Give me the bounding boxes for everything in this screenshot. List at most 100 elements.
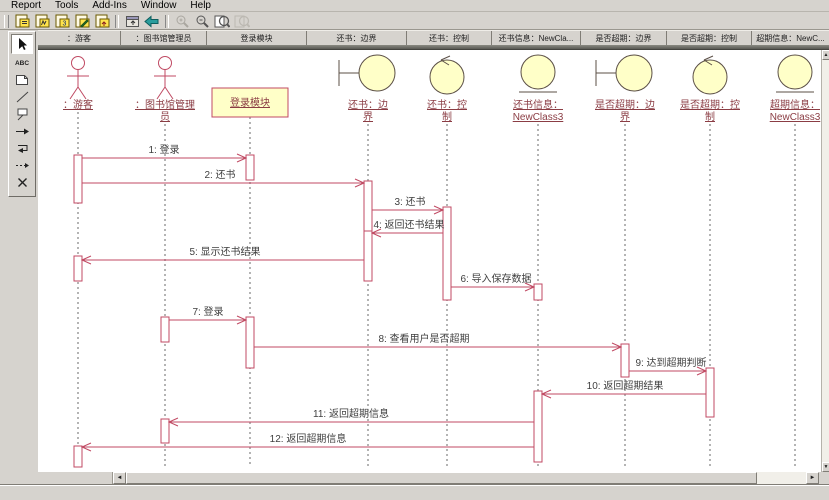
header-cell-librarian[interactable]: ：图书馆管理员 — [121, 31, 207, 46]
object-actor[interactable]: ：图书馆管理员 — [135, 56, 195, 467]
activation-bar[interactable] — [533, 390, 543, 463]
scroll-left-button[interactable]: ◄ — [113, 472, 126, 484]
activation-bar[interactable] — [363, 230, 373, 282]
object-boundary[interactable]: 是否超期：边界 — [595, 54, 655, 466]
toolbar-separator — [115, 14, 119, 28]
tool-return-message[interactable] — [11, 157, 33, 173]
activation-bar[interactable] — [160, 316, 170, 343]
self-message-icon — [17, 144, 27, 153]
lifeline-header-row: ：游客 ：图书馆管理员 登录模块 还书：边界 还书：控制 还书信息：NewCla… — [38, 30, 829, 46]
browse-back-icon[interactable] — [142, 14, 162, 29]
message-4[interactable]: 4: 返回还书结果 — [370, 218, 445, 238]
undo-fit-icon[interactable] — [232, 14, 252, 29]
message-9[interactable]: 9: 达到超期判断 — [629, 356, 708, 376]
menu-window[interactable]: Window — [140, 0, 177, 11]
object-label: 是否超期：控 — [680, 98, 740, 111]
right-arrow-icon — [15, 128, 29, 134]
message-1[interactable]: 1: 登录 — [82, 143, 248, 163]
tool-note[interactable] — [11, 72, 33, 88]
raise-window-icon[interactable] — [122, 14, 142, 29]
header-cell-overdue-boundary[interactable]: 是否超期：边界 — [581, 31, 667, 46]
message-label: 11: 返回超期信息 — [313, 407, 389, 420]
fit-in-window-icon[interactable] — [212, 14, 232, 29]
main-toolbar: 3 — [0, 13, 829, 30]
activation-bar[interactable] — [363, 180, 373, 232]
menu-tools[interactable]: Tools — [55, 0, 79, 11]
tool-anchor-note[interactable] — [11, 89, 33, 105]
menu-report[interactable]: Report — [11, 0, 42, 11]
activation-bar[interactable] — [73, 445, 83, 468]
activation-bar[interactable] — [620, 343, 630, 378]
message-7[interactable]: 7: 登录 — [169, 305, 248, 325]
tool-object-message[interactable] — [11, 123, 33, 139]
scroll-right-button[interactable]: ► — [806, 472, 819, 484]
object-label: NewClass3 — [770, 112, 821, 123]
report-doc-1-icon[interactable] — [12, 14, 32, 29]
sequence-diagram[interactable]: ：游客：图书馆管理员登录模块还书：边界还书：控制还书信息：NewClass3是否… — [38, 50, 821, 472]
message-8[interactable]: 8: 查看用户是否超期 — [254, 332, 623, 352]
menu-help[interactable]: Help — [190, 0, 211, 11]
message-12[interactable]: 12: 返回超期信息 — [80, 432, 534, 452]
header-cell-return-boundary[interactable]: 还书：边界 — [307, 31, 407, 46]
tool-message-to-self[interactable] — [11, 140, 33, 156]
scroll-down-button[interactable]: ▼ — [822, 462, 829, 472]
message-11[interactable]: 11: 返回超期信息 — [167, 407, 534, 427]
boundary-circle — [358, 54, 396, 92]
tool-note-link[interactable] — [11, 106, 33, 122]
menu-add-ins[interactable]: Add-Ins — [92, 0, 127, 11]
arrowhead — [80, 442, 92, 452]
scrollbar-thumb[interactable] — [126, 472, 757, 484]
header-cell-overdue-control[interactable]: 是否超期：控制 — [667, 31, 752, 46]
tool-selector[interactable] — [11, 34, 33, 54]
scroll-up-button[interactable]: ▲ — [822, 50, 829, 60]
object-entity[interactable]: 超期信息：NewClass3 — [770, 54, 821, 466]
object-label: 员 — [160, 111, 170, 123]
tool-text-box[interactable]: ABC — [11, 55, 33, 71]
message-label: 1: 登录 — [148, 143, 179, 156]
arrowhead — [611, 342, 623, 352]
zoom-in-icon[interactable] — [172, 14, 192, 29]
report-doc-5-icon[interactable] — [92, 14, 112, 29]
message-label: 9: 达到超期判断 — [635, 356, 706, 369]
header-cell-overdue-entity[interactable]: 超期信息：NewC... — [756, 34, 825, 43]
cursor-arrow-icon — [19, 38, 27, 50]
report-doc-2-icon[interactable] — [32, 14, 52, 29]
activation-bar[interactable] — [73, 255, 83, 282]
activation-bar[interactable] — [73, 154, 83, 204]
activation-bar[interactable] — [442, 206, 452, 301]
activation-bar[interactable] — [245, 154, 255, 181]
report-doc-4-icon[interactable] — [72, 14, 92, 29]
message-3[interactable]: 3: 还书 — [372, 196, 445, 215]
activation-bar[interactable] — [160, 418, 170, 444]
header-cell-login-module[interactable]: 登录模块 — [207, 31, 307, 46]
object-actor[interactable]: ：游客 — [63, 56, 93, 467]
svg-text:3: 3 — [62, 21, 66, 28]
arrowhead — [80, 255, 92, 265]
boundary-tbar — [338, 60, 359, 86]
activation-bar[interactable] — [533, 283, 543, 301]
message-2[interactable]: 2: 还书 — [82, 169, 366, 188]
header-cell-return-control[interactable]: 还书：控制 — [407, 31, 492, 46]
module-box[interactable] — [211, 87, 289, 118]
zoom-out-icon[interactable] — [192, 14, 212, 29]
report-doc-3-icon[interactable]: 3 — [52, 14, 72, 29]
control-arrow — [703, 55, 714, 66]
object-label: 还书：控 — [427, 98, 467, 111]
object-module[interactable]: 登录模块 — [211, 87, 289, 466]
message-label: 3: 还书 — [394, 196, 425, 208]
vertical-scrollbar[interactable]: ▲ ▼ — [821, 50, 829, 472]
report-doc-icon: 3 — [55, 14, 69, 28]
message-5[interactable]: 5: 显示还书结果 — [80, 245, 364, 265]
header-cell-visitor[interactable]: ：游客 — [38, 31, 121, 46]
message-6[interactable]: 6: 导入保存数据 — [451, 272, 536, 292]
report-doc-icon — [95, 14, 109, 28]
message-label: 7: 登录 — [192, 305, 223, 318]
activation-bar[interactable] — [245, 316, 255, 369]
message-10[interactable]: 10: 返回超期结果 — [540, 379, 706, 399]
activation-bar[interactable] — [705, 367, 715, 418]
horizontal-scrollbar[interactable]: ◄ ► — [38, 472, 829, 484]
header-cell-return-entity[interactable]: 还书信息：NewCla... — [492, 31, 581, 46]
object-control[interactable]: 还书：控制 — [427, 55, 467, 466]
tool-destruction-marker[interactable] — [11, 174, 33, 190]
